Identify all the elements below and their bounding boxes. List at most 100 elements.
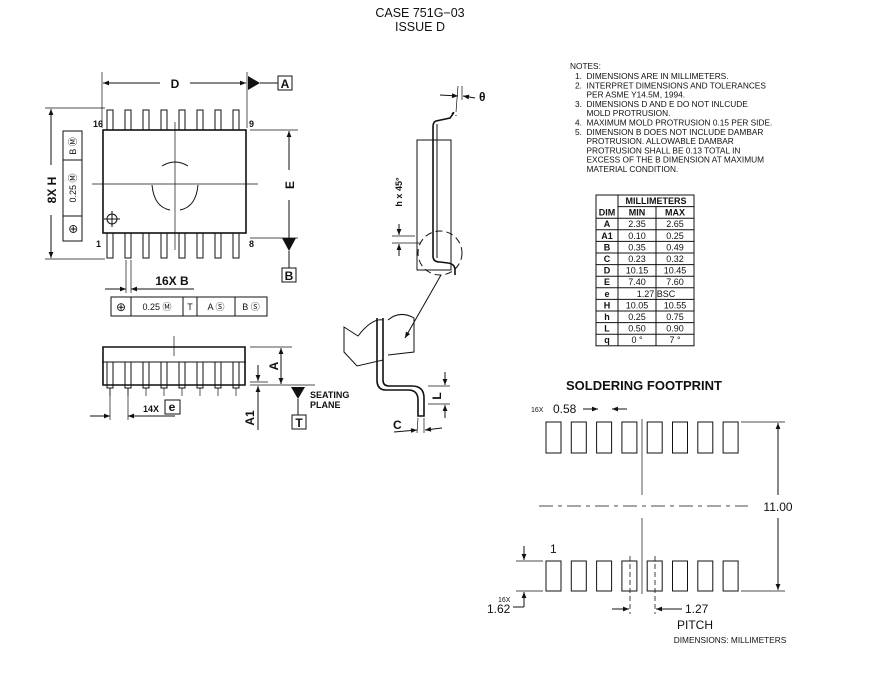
footprint-pad: [697, 421, 714, 454]
units-label: DIMENSIONS: MILLIMETERS: [674, 635, 787, 645]
table-cell: 10.45: [664, 266, 687, 276]
footprint-pad: [722, 421, 739, 454]
note-line: MOLD PROTRUSION.: [575, 108, 670, 118]
table-cell: 10.55: [664, 300, 687, 310]
table-cell: B: [604, 242, 611, 252]
datum-T-label: T: [295, 416, 303, 430]
lead: [232, 361, 240, 389]
chamfer-label: h x 45°: [394, 177, 404, 207]
table-cell: A1: [601, 231, 613, 241]
issue-label: ISSUE D: [395, 20, 445, 34]
dim-A-label: A: [267, 361, 281, 370]
dim-L-label: L: [430, 392, 444, 399]
fcf-b-symbol: ⊕: [116, 300, 126, 314]
dim-B-label: 16X B: [155, 274, 189, 288]
table-cell: e: [604, 289, 609, 299]
seating-plane-label-2: PLANE: [310, 400, 341, 410]
table-cell: 0 °: [631, 335, 643, 345]
table-cell: 0.35: [628, 242, 646, 252]
footprint-pad: [570, 560, 587, 592]
table-cell: C: [604, 254, 611, 264]
theta-label: θ: [479, 90, 486, 104]
notes-title: NOTES:: [570, 61, 601, 71]
feature-control-frame-bottom: ⊕ 0.25 Ⓜ T A Ⓢ B Ⓢ: [110, 296, 268, 317]
table-cell: 7.40: [628, 277, 646, 287]
pin-16-label: 16: [93, 119, 103, 129]
lead: [232, 232, 240, 259]
pin-1-label: 1: [96, 239, 101, 249]
table-cell: 0.75: [666, 312, 684, 322]
lead: [214, 109, 222, 131]
package-body: [102, 129, 247, 234]
fcf-v-datum: B Ⓜ: [68, 137, 78, 155]
lead: [160, 109, 168, 131]
note-line: 1. DIMENSIONS ARE IN MILLIMETERS.: [575, 71, 729, 81]
footprint-pad: [621, 560, 638, 592]
datum-B-label: B: [285, 269, 294, 283]
lead: [160, 361, 168, 389]
fcf-b-datum-T: T: [187, 302, 193, 312]
lead: [124, 109, 132, 131]
footprint-pad: [697, 560, 714, 592]
side-leads: [106, 361, 240, 396]
pin1-label: 1: [550, 542, 557, 556]
fcf-v-symbol: ⊕: [66, 224, 80, 234]
footprint-pad: [672, 560, 688, 592]
lead: [214, 361, 222, 389]
table-column-header: MIN: [629, 208, 646, 218]
fcf-b-tolerance: 0.25 Ⓜ: [142, 302, 171, 312]
lead: [178, 232, 186, 259]
pin1-target-icon: [104, 211, 120, 227]
table-cell: 10.05: [626, 300, 649, 310]
lead: [106, 109, 114, 131]
footprint-pad: [596, 421, 613, 454]
table-cell: 0.50: [628, 324, 646, 334]
footprint-pad: [621, 421, 638, 454]
dim-e-prefix: 14X: [143, 404, 159, 414]
pin-9-label: 9: [249, 119, 254, 129]
soldering-footprint: SOLDERING FOOTPRINT 11.00 16X 0.58 1 16X…: [487, 378, 793, 645]
table-cell: 2.35: [628, 219, 646, 229]
pad-height-label: 1.62: [487, 602, 511, 616]
table-cell: 7.60: [666, 277, 684, 287]
note-line: MATERIAL CONDITION.: [575, 164, 678, 174]
top-leads: [106, 109, 240, 131]
center-arc-top: [161, 161, 189, 167]
pitch-value: 1.27: [685, 602, 709, 616]
footprint-pad: [646, 421, 663, 454]
lead: [196, 361, 204, 389]
bottom-leads: [106, 232, 240, 259]
table-cell: 0.90: [666, 324, 684, 334]
note-line: PER ASME Y14.5M, 1994.: [575, 90, 685, 100]
lead: [178, 361, 186, 389]
lead: [160, 232, 168, 259]
note-line: 4. MAXIMUM MOLD PROTRUSION 0.15 PER SIDE…: [575, 118, 772, 128]
table-cell: h: [604, 312, 610, 322]
pad-width-label: 0.58: [553, 402, 577, 416]
table-cell: 7 °: [669, 335, 681, 345]
table-cell: E: [604, 277, 610, 287]
lead: [124, 361, 132, 389]
fcf-b-datum-B: B Ⓢ: [242, 302, 260, 312]
row-span-label: 11.00: [763, 500, 792, 514]
pad-height-prefix: 16X: [498, 597, 511, 604]
seating-plane-label-1: SEATING: [310, 390, 349, 400]
table-cell: q: [604, 335, 610, 345]
datum-A-triangle: [248, 76, 260, 90]
note-line: 3. DIMENSIONS D AND E DO NOT INLCUDE: [575, 99, 748, 109]
lead: [142, 361, 150, 389]
dim-D-label: D: [171, 77, 180, 91]
footprint-pad: [545, 421, 562, 454]
pin-8-label: 8: [249, 239, 254, 249]
fcf-v-tolerance: 0.25 Ⓜ: [68, 173, 78, 202]
table-border: [595, 194, 695, 347]
table-cell: 0.49: [666, 242, 684, 252]
table-column-header: DIM: [599, 208, 616, 218]
note-line: EXCESS OF THE B DIMENSION AT MAXIMUM: [575, 155, 764, 165]
lead: [196, 232, 204, 259]
lead: [124, 232, 132, 259]
table-cell: 2.65: [666, 219, 684, 229]
note-line: 5. DIMENSION B DOES NOT INCLUDE DAMBAR: [575, 127, 763, 137]
table-cell: 0.25: [628, 312, 646, 322]
